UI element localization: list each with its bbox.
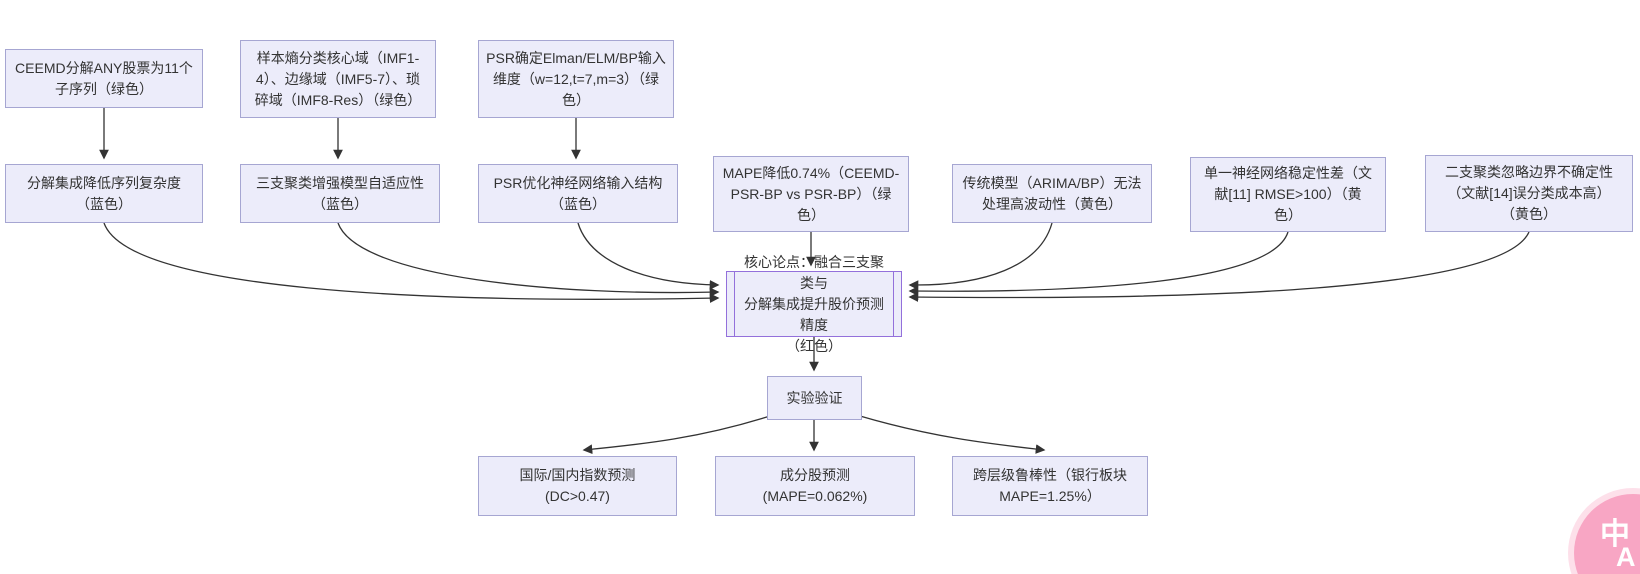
translate-en-glyph: A: [1616, 542, 1636, 572]
node-decompose-complexity: 分解集成降低序列复杂度 （蓝色）: [5, 164, 203, 223]
node-psr-optimize: PSR优化神经网络输入结构 （蓝色）: [478, 164, 678, 223]
node-two-way-limit: 二支聚类忽略边界不确定性 （文献[14]误分类成本高） （黄色）: [1425, 155, 1633, 232]
arrow-exp-to-robustness: [859, 415, 1046, 454]
translate-badge[interactable]: 中 A: [1574, 494, 1640, 574]
node-experiment: 实验验证: [767, 376, 862, 420]
node-core-thesis: 核心论点：融合三支聚类与 分解集成提升股价预测精度 （红色）: [726, 254, 902, 354]
node-mape-improve: MAPE降低0.74%（CEEMD- PSR-BP vs PSR-BP）（绿 色…: [713, 156, 909, 232]
node-component-forecast: 成分股预测 (MAPE=0.062%): [715, 456, 915, 516]
node-traditional-limit: 传统模型（ARIMA/BP）无法 处理高波动性（黄色）: [952, 164, 1152, 223]
node-three-way-adaptive: 三支聚类增强模型自适应性 （蓝色）: [240, 164, 440, 223]
arrow-traditional-to-core: [908, 222, 1053, 290]
arrow-singlenn-to-core: [908, 231, 1289, 296]
arrow-complexity-to-core: [103, 222, 720, 304]
translate-zh-glyph: 中: [1600, 518, 1630, 551]
subroutine-inner-line-left: [734, 272, 735, 336]
arrow-adaptive-to-core: [337, 222, 720, 298]
arrow-exp-to-index: [582, 415, 771, 455]
arrow-twoway-to-core: [908, 231, 1530, 302]
node-single-nn-unstable: 单一神经网络稳定性差（文 献[11] RMSE>100）（黄 色）: [1190, 157, 1386, 232]
arrow-psropt-to-core: [577, 222, 720, 290]
node-sample-entropy: 样本熵分类核心域（IMF1- 4）、边缘域（IMF5-7）、琐 碎域（IMF8-…: [240, 40, 436, 118]
node-psr-dimension: PSR确定Elman/ELM/BP输入 维度（w=12,t=7,m=3）（绿 色…: [478, 40, 674, 118]
core-thesis-label: 核心论点：融合三支聚类与 分解集成提升股价预测精度 （红色）: [744, 253, 884, 354]
subroutine-inner-line-right: [893, 272, 894, 336]
node-robustness: 跨层级鲁棒性（银行板块 MAPE=1.25%）: [952, 456, 1148, 516]
node-ceemd-decompose: CEEMD分解ANY股票为11个 子序列（绿色）: [5, 49, 203, 108]
translate-icon: 中 A: [1600, 520, 1636, 571]
node-index-forecast: 国际/国内指数预测 (DC>0.47): [478, 456, 677, 516]
